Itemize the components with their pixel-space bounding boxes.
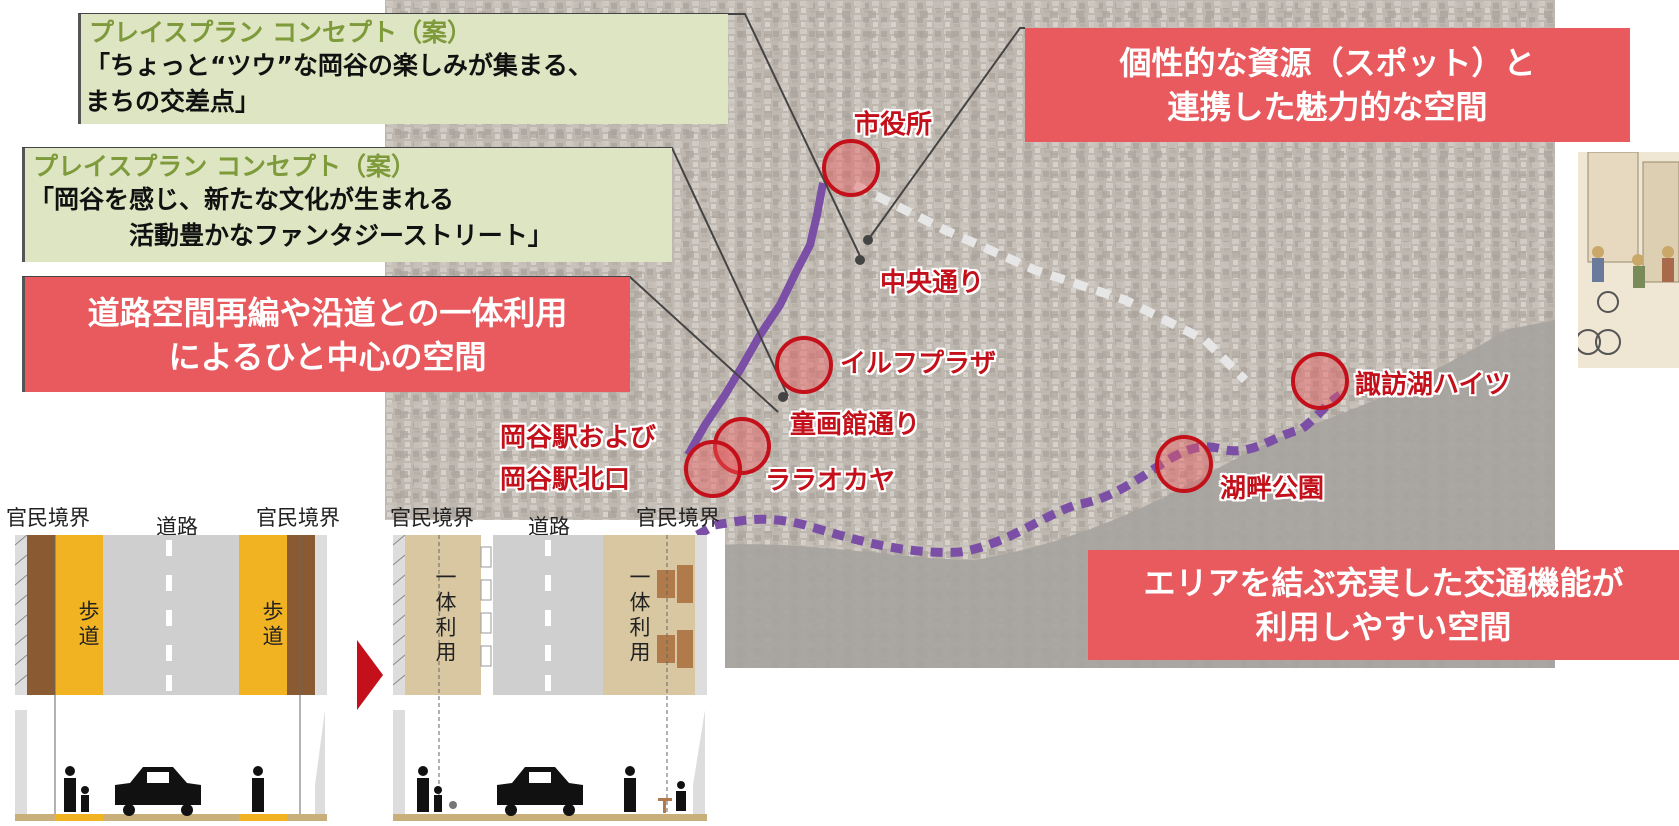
concept-title: プレイスプラン コンセプト（案） — [89, 18, 472, 47]
concept-text: 「ちょっと“ツウ”な岡谷の楽しみが集まる、 まちの交差点」 — [85, 51, 593, 116]
spot-label-suwako-heights: 諏訪湖ハイツ — [1355, 370, 1511, 400]
spot-label-dogakan-dori: 童画館通り — [790, 410, 921, 440]
spot-label-city-hall: 市役所 — [854, 110, 933, 140]
leader-dot — [855, 255, 865, 265]
spot-label-lala-okaya: ララオカヤ — [765, 466, 896, 496]
sidewalk-label-left: 歩道 — [76, 600, 100, 650]
spot-circle-ilf-plaza — [775, 336, 833, 394]
concept-text: 「岡谷を感じ、新たな文化が生まれる 活動豊かなファンタジーストリート」 — [29, 185, 553, 250]
section-before-graphic — [15, 535, 327, 821]
section-after-boundary-left: 官民境界 — [390, 506, 474, 530]
section-after-graphic — [393, 535, 707, 821]
spot-label-ilf-plaza: イルフプラザ — [840, 349, 997, 379]
spot-circle-kohan-koen — [1155, 435, 1213, 493]
callout-resources: 個性的な資源（スポット）と 連携した魅力的な空間 — [1025, 28, 1630, 142]
transform-arrow-icon — [357, 640, 383, 710]
leader-dot — [863, 235, 873, 245]
section-before-boundary-right: 官民境界 — [256, 506, 340, 530]
spot-circle-suwako-heights — [1291, 352, 1349, 410]
leader-dot — [778, 392, 788, 402]
spot-circle-station — [684, 440, 742, 498]
section-after-boundary-right: 官民境界 — [636, 506, 720, 530]
spot-circle-dogakan — [713, 417, 771, 475]
integrated-use-label-right: 一体利用 — [627, 566, 651, 666]
spot-label-station: 岡谷駅および 岡谷駅北口 — [500, 423, 657, 495]
callout-transport: エリアを結ぶ充実した交通機能が 利用しやすい空間 — [1088, 550, 1679, 660]
sidewalk-label-right: 歩道 — [260, 600, 284, 650]
street-illustration — [1578, 152, 1679, 368]
concept-box-1: プレイスプラン コンセプト（案） 「ちょっと“ツウ”な岡谷の楽しみが集まる、 ま… — [78, 14, 728, 124]
spot-label-chuo-dori: 中央通り — [880, 268, 985, 298]
leader-line-resources — [867, 27, 1025, 241]
callout-road-space: 道路空間再編や沿道との一体利用 によるひと中心の空間 — [22, 277, 630, 392]
concept-box-2: プレイスプラン コンセプト（案） 「岡谷を感じ、新たな文化が生まれる 活動豊かな… — [22, 148, 672, 262]
integrated-use-label-left: 一体利用 — [433, 566, 457, 666]
section-before-boundary-left: 官民境界 — [6, 506, 90, 530]
concept-title: プレイスプラン コンセプト（案） — [33, 152, 416, 181]
spot-label-kohan-koen: 湖畔公園 — [1220, 474, 1325, 504]
street-illustration-graphic — [1578, 152, 1679, 368]
spot-circle-city-hall — [822, 139, 880, 197]
